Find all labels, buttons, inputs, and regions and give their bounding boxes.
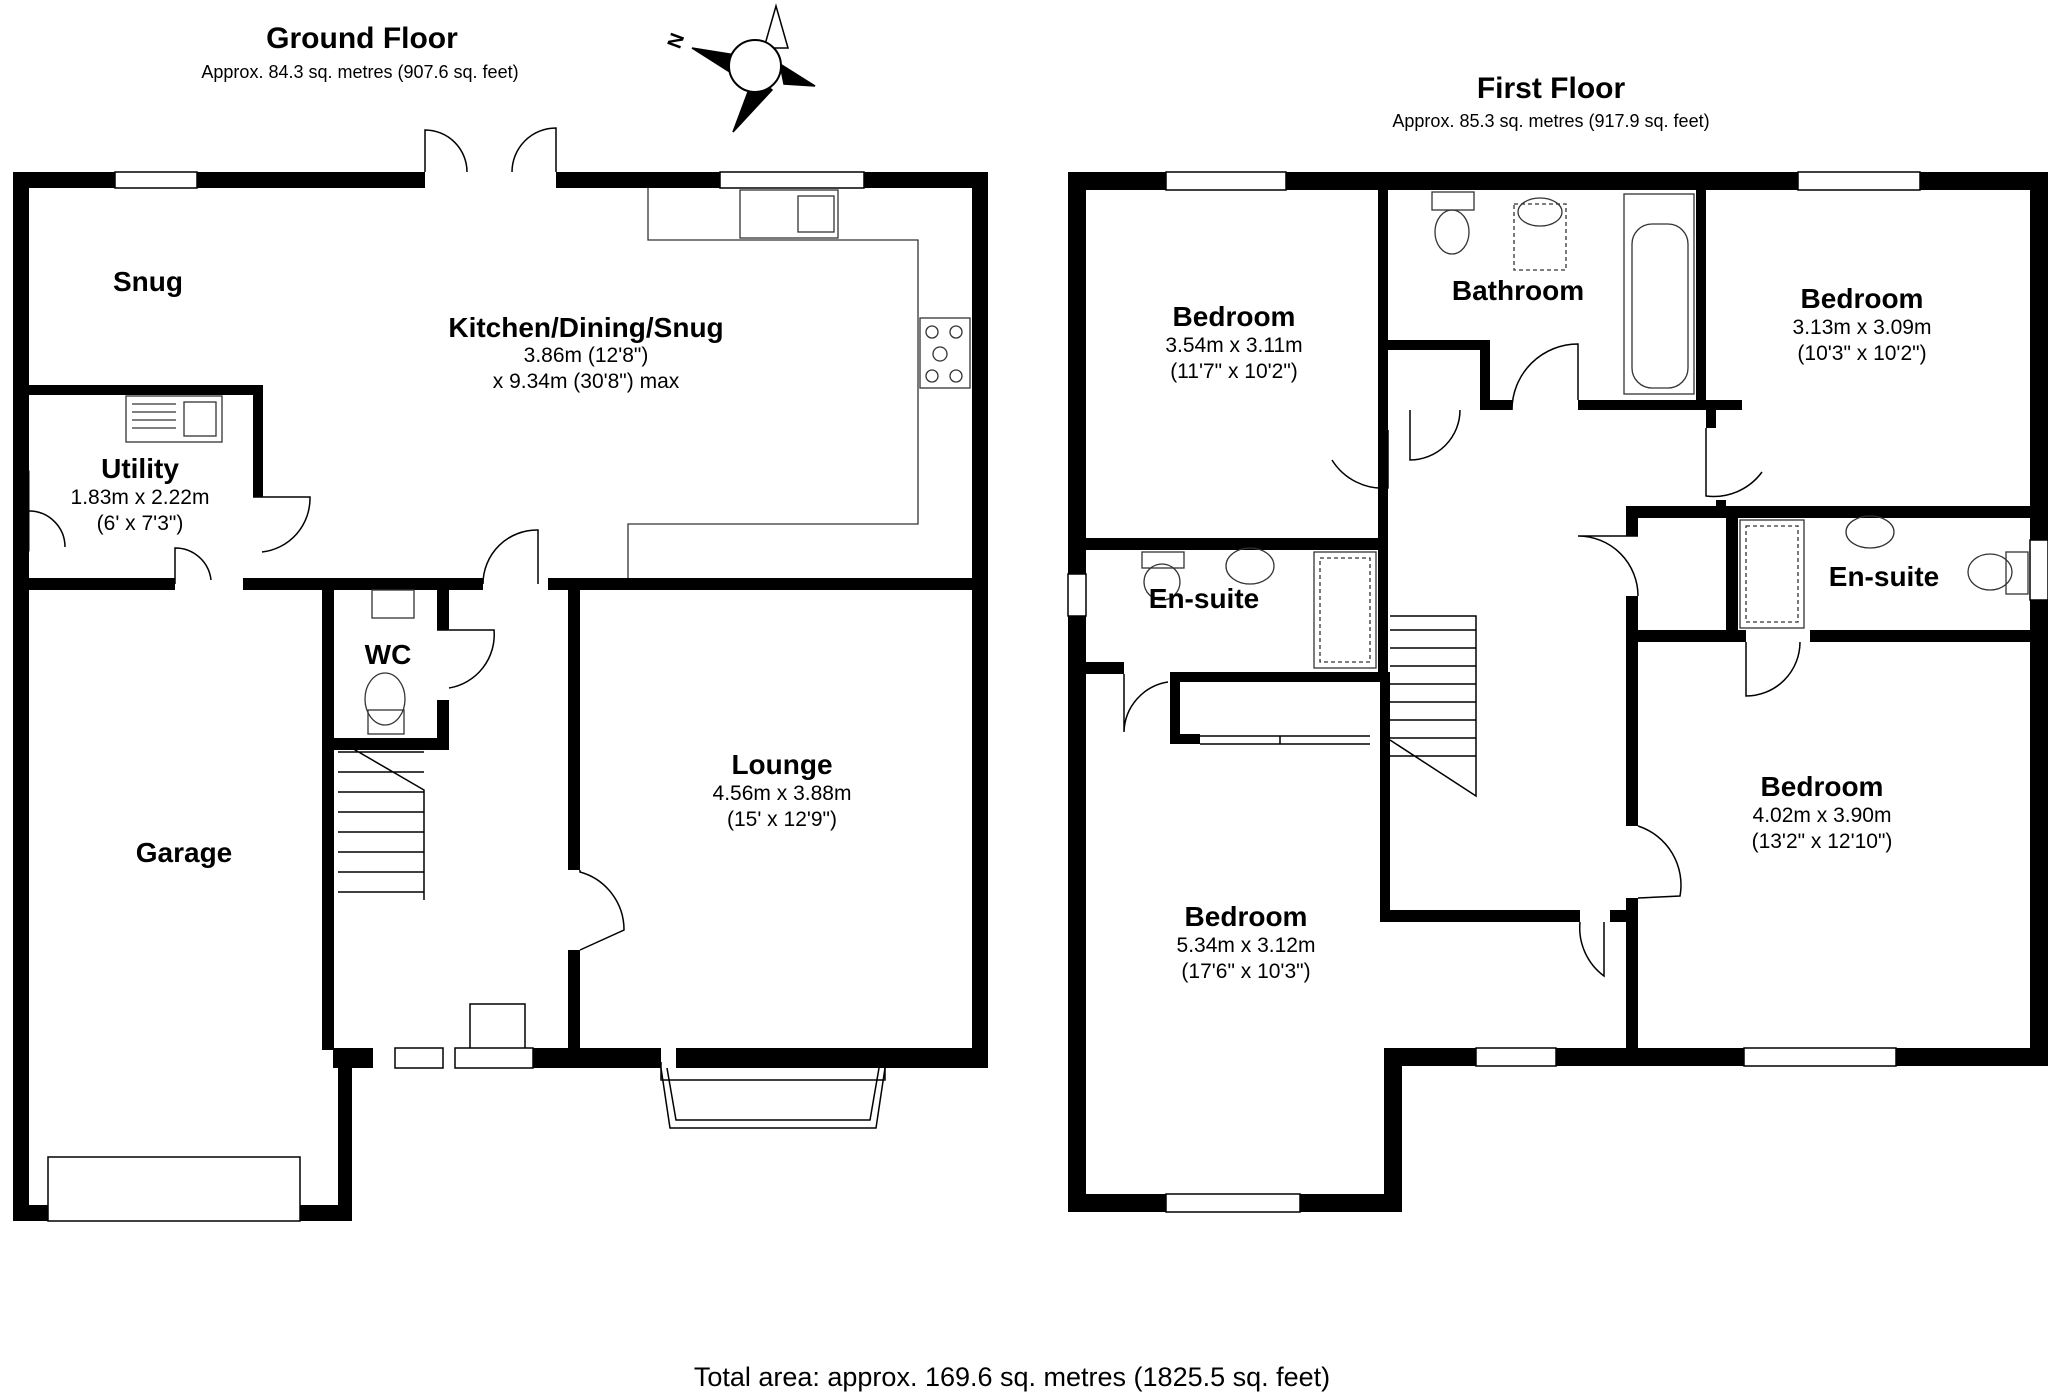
room-lounge-dim2: (15' x 12'9")	[727, 808, 837, 831]
room-bedroom-nw-dim1: 3.54m x 3.11m	[1165, 334, 1302, 357]
room-bedroom-nw-label: Bedroom	[1173, 301, 1296, 332]
room-bathroom-label: Bathroom	[1452, 275, 1584, 306]
room-bedroom-ne-dim1: 3.13m x 3.09m	[1793, 316, 1932, 339]
room-bedroom-se-label: Bedroom	[1761, 771, 1884, 802]
room-kitchen-dim1: 3.86m (12'8")	[524, 344, 649, 367]
room-lounge-dim1: 4.56m x 3.88m	[713, 782, 852, 805]
room-utility-label: Utility	[101, 453, 179, 484]
first-floor-title: First Floor	[1477, 72, 1626, 105]
total-area: Total area: approx. 169.6 sq. metres (18…	[694, 1362, 1330, 1392]
first-floor-area: Approx. 85.3 sq. metres (917.9 sq. feet)	[1392, 111, 1709, 131]
room-utility-dim2: (6' x 7'3")	[97, 512, 184, 535]
room-bedroom-sw-dim2: (17'6" x 10'3")	[1181, 960, 1310, 983]
room-wc-label: WC	[365, 639, 412, 670]
room-ensuite-w-label: En-suite	[1149, 583, 1259, 614]
ground-floor-area: Approx. 84.3 sq. metres (907.6 sq. feet)	[201, 62, 518, 82]
room-kitchen-dim2: x 9.34m (30'8") max	[493, 370, 680, 393]
room-bedroom-nw-dim2: (11'7" x 10'2")	[1170, 360, 1298, 383]
room-utility-dim1: 1.83m x 2.22m	[71, 486, 210, 509]
ground-floor-plan	[13, 127, 988, 1222]
room-bedroom-se-dim2: (13'2" x 12'10")	[1752, 830, 1893, 853]
room-ensuite-e-label: En-suite	[1829, 561, 1939, 592]
room-garage-label: Garage	[136, 837, 233, 868]
room-bedroom-sw-dim1: 5.34m x 3.12m	[1177, 934, 1316, 957]
room-snug-label: Snug	[113, 266, 183, 297]
ground-floor-title: Ground Floor	[266, 22, 458, 55]
compass-icon: N	[664, 3, 816, 133]
compass-north-label: N	[664, 30, 690, 51]
room-bedroom-sw-label: Bedroom	[1185, 901, 1308, 932]
room-bedroom-ne-label: Bedroom	[1801, 283, 1924, 314]
room-lounge-label: Lounge	[731, 749, 832, 780]
first-floor-plan	[1067, 171, 2048, 1213]
room-kitchen-label: Kitchen/Dining/Snug	[448, 312, 723, 343]
room-bedroom-se-dim1: 4.02m x 3.90m	[1753, 804, 1892, 827]
room-bedroom-ne-dim2: (10'3" x 10'2")	[1797, 342, 1926, 365]
